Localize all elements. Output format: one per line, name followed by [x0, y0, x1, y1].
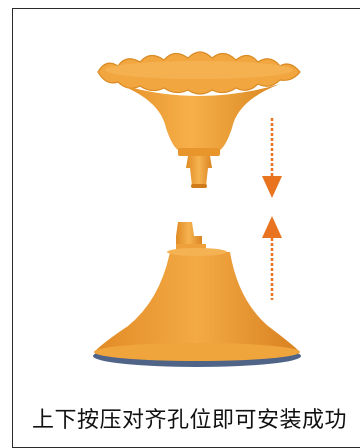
- arrow-down-icon: [262, 118, 282, 198]
- stool-base: [93, 222, 301, 367]
- stool-illustration: [0, 0, 360, 400]
- arrow-up-icon: [262, 216, 282, 300]
- caption-text: 上下按压对齐孔位即可安装成功: [32, 408, 347, 434]
- seat-top: [98, 52, 300, 188]
